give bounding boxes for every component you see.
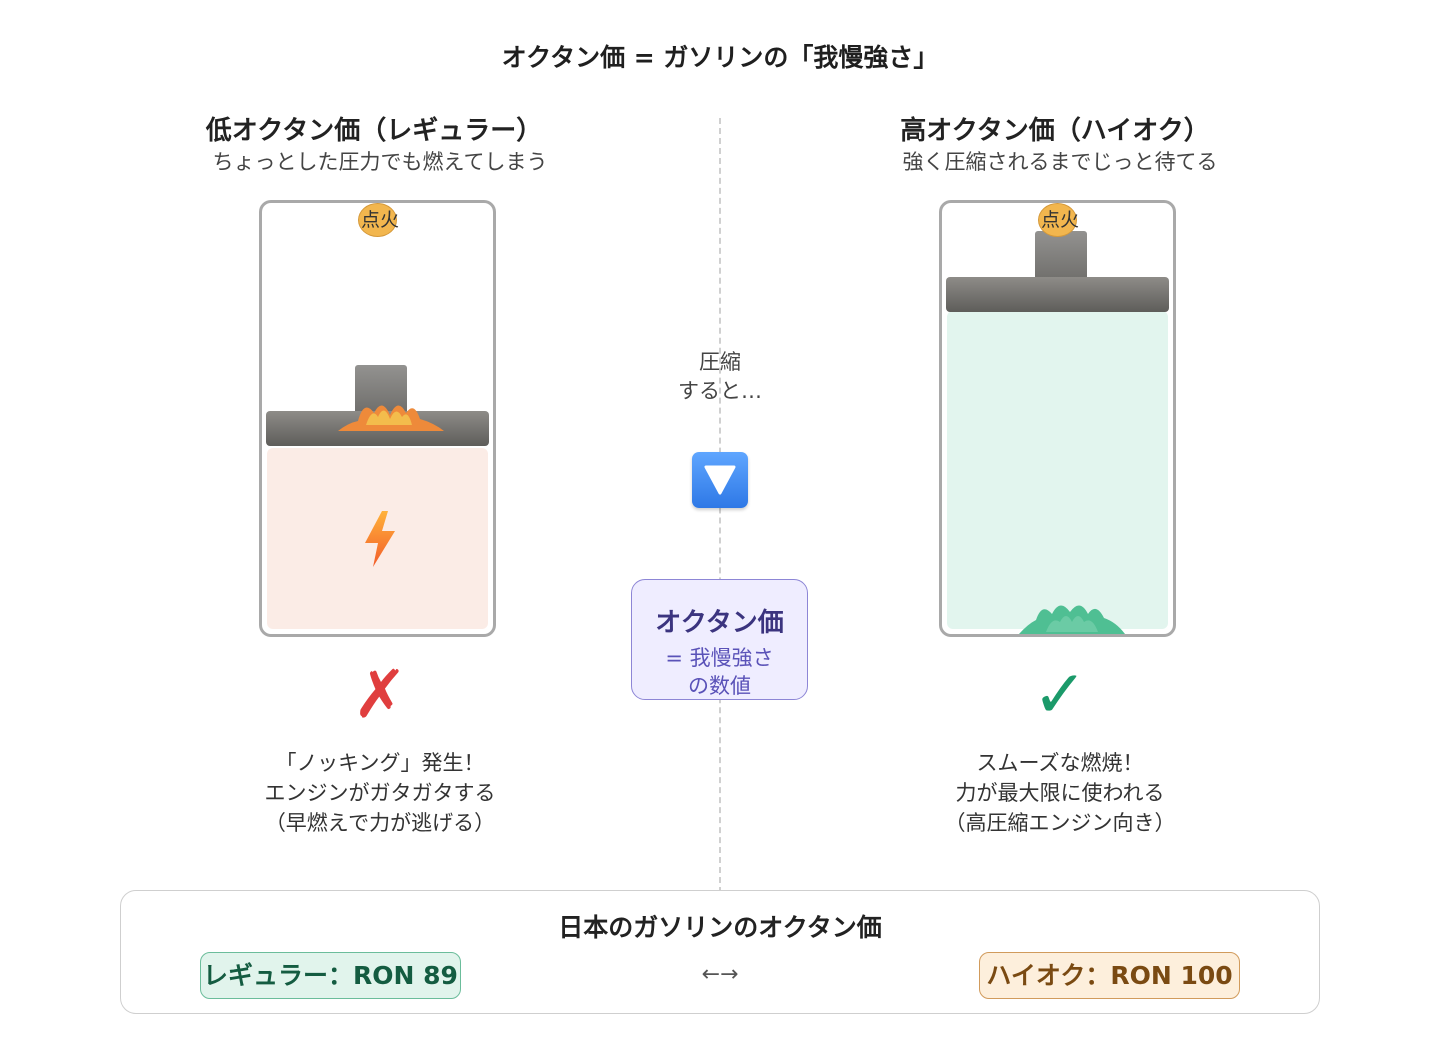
octane-box-title: オクタン価: [655, 608, 784, 638]
octane-box-line-2: の数値: [688, 674, 751, 698]
low-octane-result-line-2: エンジンがガタガタする: [264, 781, 496, 805]
low-octane-title: 低オクタン価（レギュラー）: [205, 116, 543, 146]
low-octane-result-line-1: 「ノッキング」発生！: [275, 751, 485, 775]
premium-ron-badge: ハイオク：RON 100: [979, 952, 1240, 999]
low-octane-result: 「ノッキング」発生！ エンジンがガタガタする （早燃えで力が逃げる）: [150, 748, 610, 838]
high-octane-title: 高オクタン価（ハイオク）: [900, 116, 1210, 146]
compress-caption-line-1: 圧縮: [699, 350, 741, 374]
high-octane-subtitle: 強く圧縮されるまでじっと待てる: [902, 150, 1218, 174]
left-right-arrows-icon: ←→: [701, 962, 739, 987]
high-octane-result-line-1: スムーズな燃焼！: [976, 751, 1144, 775]
low-octane-cylinder: 点火: [259, 200, 496, 637]
down-arrow-icon: [692, 452, 748, 508]
diagram-title: オクタン価 = ガソリンの「我慢強さ」: [501, 43, 939, 72]
high-octane-result: スムーズな燃焼！ 力が最大限に使われる （高圧縮エンジン向き）: [830, 748, 1290, 838]
low-octane-spark-icon: [358, 203, 397, 237]
smooth-combustion-flame-icon: [1019, 605, 1125, 634]
check-mark-icon: ✓: [1032, 656, 1088, 733]
high-octane-piston-rod: [1035, 231, 1087, 283]
high-octane-spark-icon: [1038, 203, 1077, 237]
regular-ron-badge: レギュラー：RON 89: [200, 952, 461, 999]
compress-caption-line-2: すると…: [678, 379, 762, 403]
compress-caption: 圧縮 すると…: [620, 348, 820, 406]
high-octane-result-line-3: （高圧縮エンジン向き）: [944, 811, 1176, 835]
high-octane-result-line-2: 力が最大限に使われる: [955, 781, 1165, 805]
low-octane-spark-label: 点火: [360, 209, 399, 231]
knocking-lightning-icon: [365, 511, 395, 567]
premature-flame-icon: [338, 405, 444, 431]
octane-definition-box: オクタン価 = 我慢強さ の数値: [631, 579, 808, 700]
low-octane-subtitle: ちょっとした圧力でも燃えてしまう: [212, 150, 548, 174]
high-octane-piston-head: [946, 277, 1169, 312]
low-octane-result-line-3: （早燃えで力が逃げる）: [264, 811, 496, 835]
high-octane-chamber: [947, 311, 1168, 629]
cross-mark-icon: ✗: [352, 656, 408, 733]
japan-octane-title: 日本のガソリンのオクタン価: [558, 913, 882, 942]
high-octane-spark-label: 点火: [1040, 209, 1079, 231]
high-octane-cylinder: 点火: [939, 200, 1176, 637]
octane-box-line-1: = 我慢強さ: [665, 646, 774, 670]
